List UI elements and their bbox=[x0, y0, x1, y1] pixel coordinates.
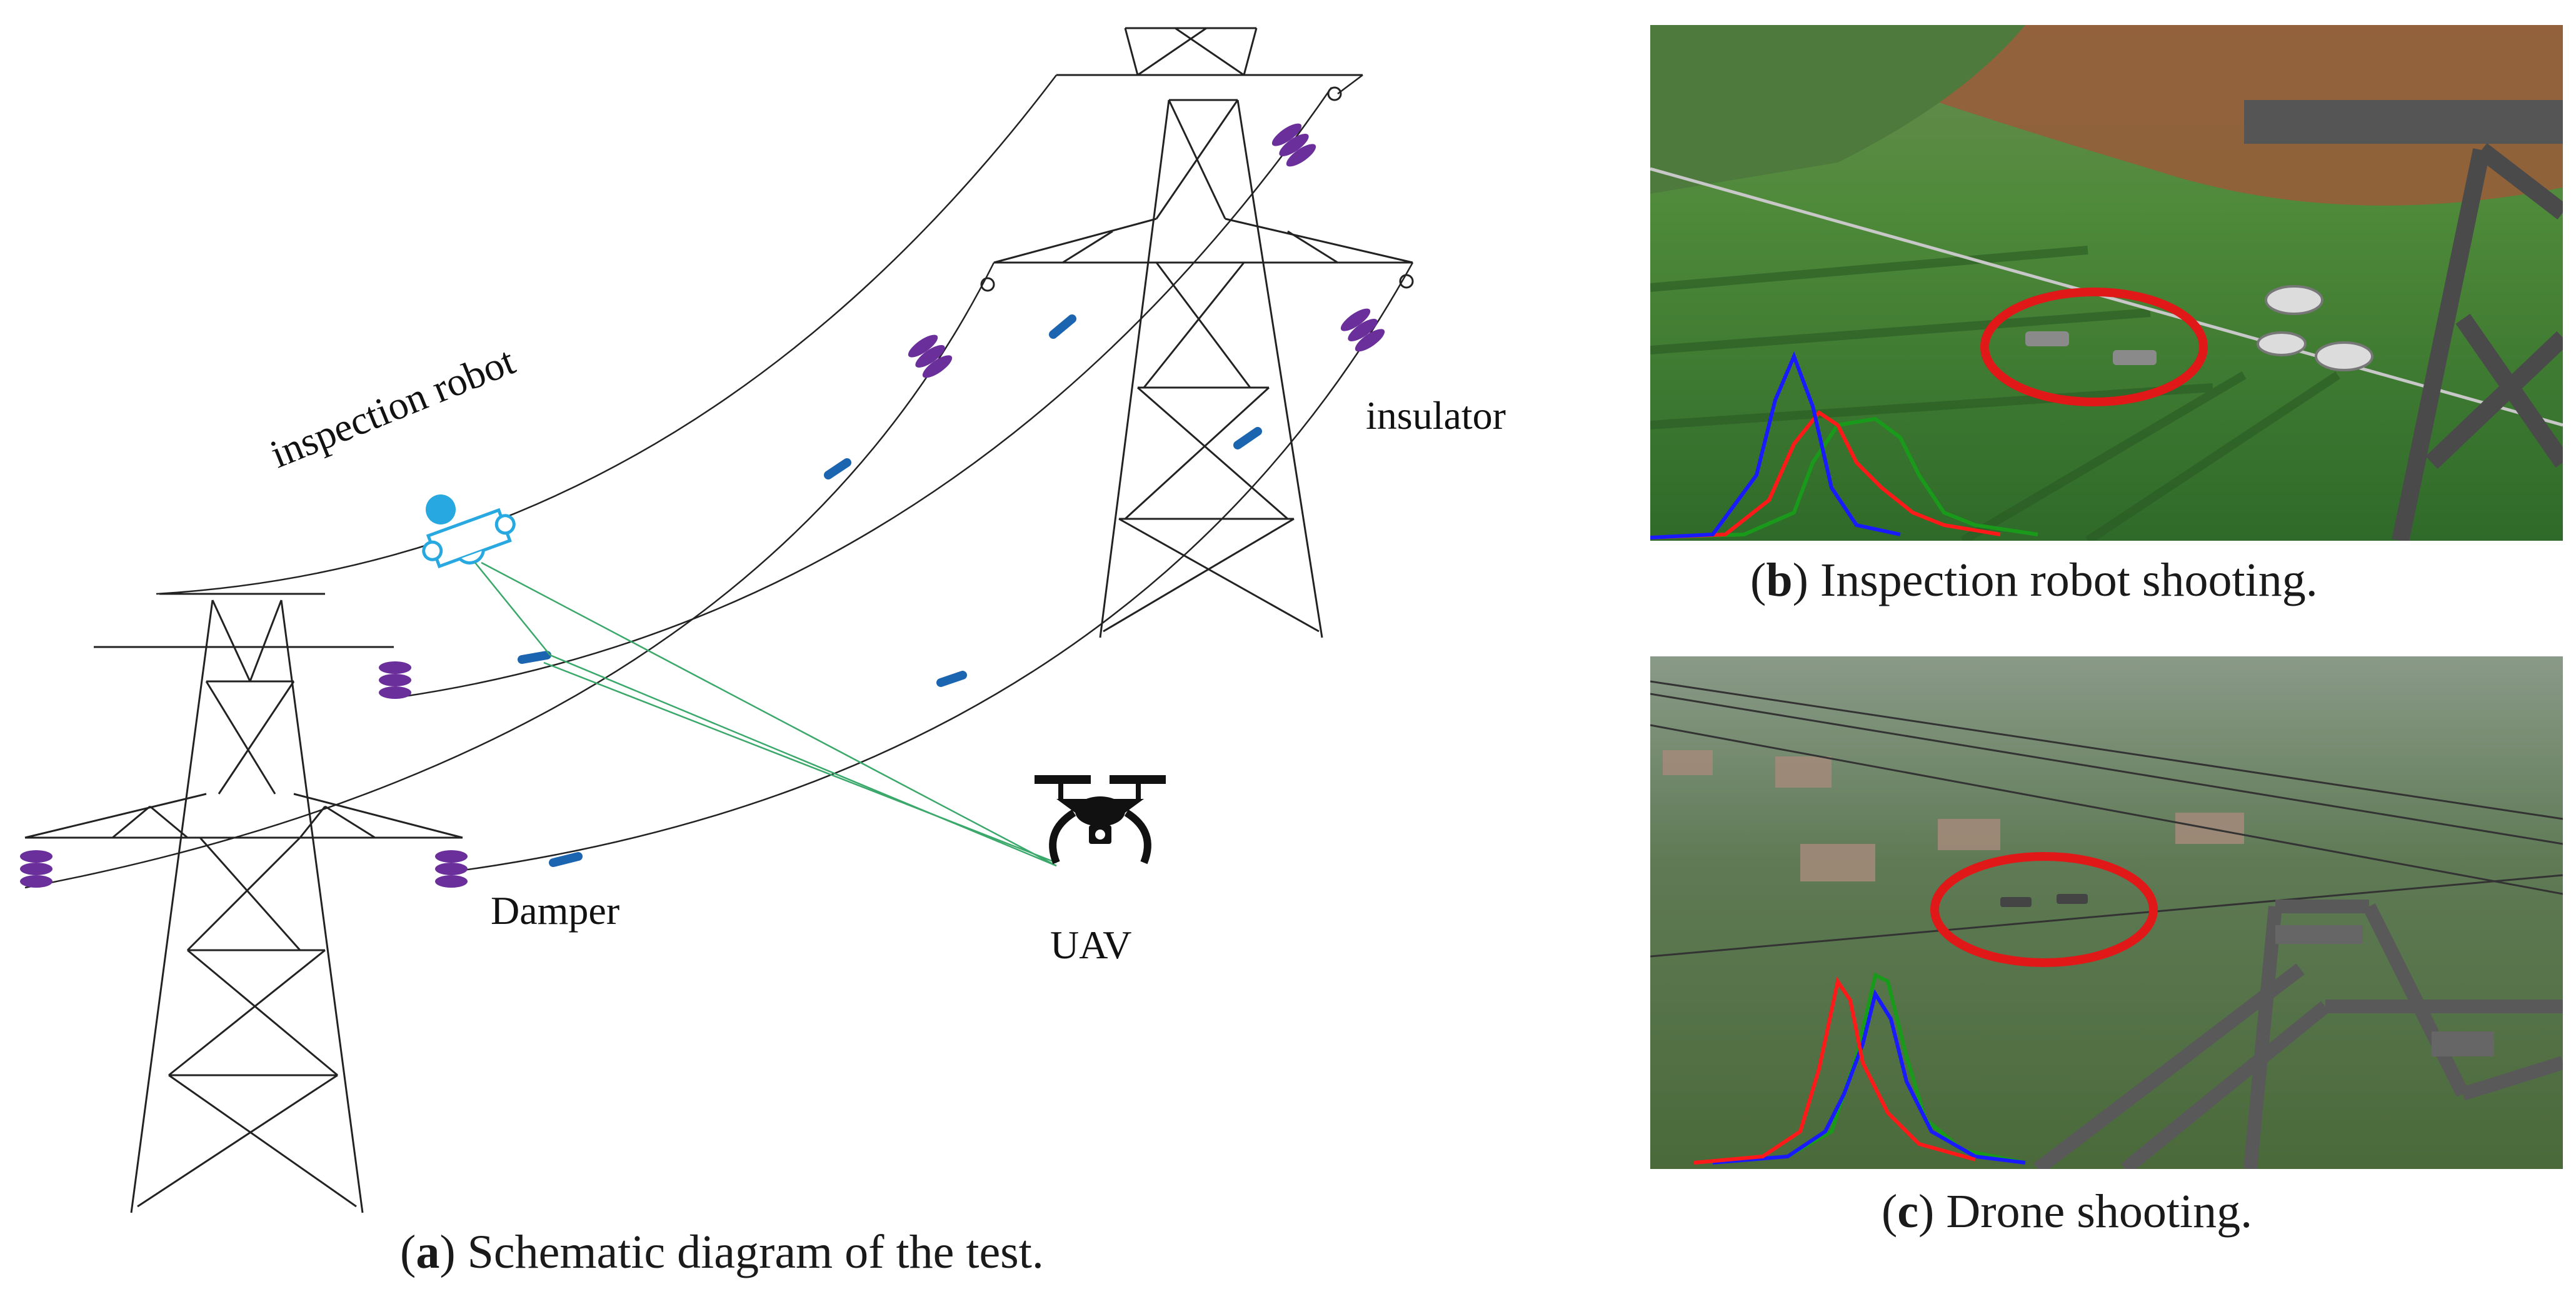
dampers bbox=[518, 314, 1262, 867]
photo-c-graphic bbox=[1650, 656, 2563, 1169]
insulator-icon bbox=[1271, 123, 1316, 167]
uav-icon bbox=[1035, 775, 1166, 865]
insulator-icon bbox=[20, 850, 53, 888]
damper-icon bbox=[549, 852, 583, 867]
photo-robot-shooting bbox=[1650, 25, 2563, 541]
damper-icon bbox=[936, 671, 967, 687]
right-tower bbox=[993, 27, 1413, 638]
caption-b: (b) Inspection robot shooting. bbox=[1750, 554, 2318, 606]
damper-icon bbox=[1049, 314, 1076, 339]
damper-icon bbox=[1233, 427, 1262, 449]
label-uav: UAV bbox=[1050, 923, 1132, 967]
label-damper: Damper bbox=[491, 888, 620, 933]
insulator-icon bbox=[379, 661, 411, 699]
caption-a: (a) Schematic diagram of the test. bbox=[400, 1226, 1044, 1278]
caption-c: (c) Drone shooting. bbox=[1882, 1185, 2253, 1238]
schematic-diagram bbox=[20, 27, 1414, 1213]
insulators bbox=[20, 123, 1385, 888]
insulator-icon bbox=[1340, 308, 1385, 352]
insulator-icon bbox=[908, 334, 953, 378]
conductor-lines bbox=[24, 74, 1414, 889]
inspection-robot-icon bbox=[422, 494, 516, 569]
insulator-icon bbox=[435, 850, 468, 888]
highlight-ellipse bbox=[1980, 288, 2208, 406]
color-histogram bbox=[1693, 972, 2026, 1165]
damper-icon bbox=[824, 458, 851, 479]
highlight-ellipse bbox=[1930, 852, 2158, 967]
color-histogram bbox=[1650, 351, 2038, 539]
photo-b-graphic bbox=[1650, 25, 2563, 541]
sight-lines bbox=[474, 561, 1057, 867]
photo-drone-shooting bbox=[1650, 656, 2563, 1169]
damper-icon bbox=[518, 651, 551, 664]
left-tower bbox=[24, 593, 463, 1213]
label-insulator: insulator bbox=[1366, 393, 1506, 438]
